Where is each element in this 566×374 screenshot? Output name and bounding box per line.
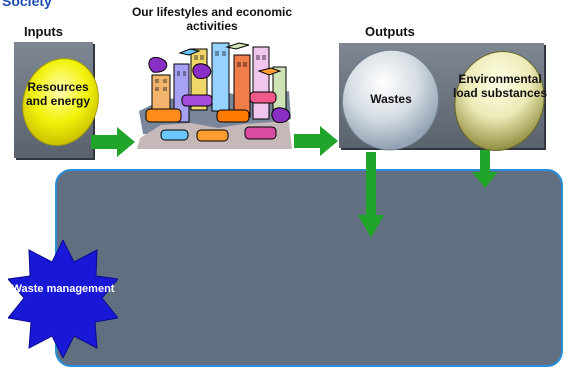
waste-management-panel bbox=[55, 169, 563, 367]
inputs-label: Inputs bbox=[24, 24, 63, 39]
lifestyle-to-outputs-arrow bbox=[294, 126, 338, 156]
resources-text: Resources and energy bbox=[25, 80, 91, 108]
wastes-egg bbox=[333, 42, 448, 158]
lifestyle-label: Our lifestyles and economic activities bbox=[131, 5, 293, 33]
resources-egg bbox=[16, 51, 105, 153]
input-to-lifestyle-arrow bbox=[91, 127, 135, 157]
environmental-egg bbox=[446, 45, 553, 157]
environmental-to-management-arrow bbox=[472, 150, 498, 188]
outputs-label: Outputs bbox=[365, 24, 415, 39]
wastes-text: Wastes bbox=[370, 92, 412, 106]
environmental-text: Environmental load substances bbox=[452, 72, 548, 100]
waste-management-badge bbox=[7, 238, 119, 360]
society-label: Society bbox=[2, 0, 52, 9]
wastes-to-management-arrow bbox=[358, 152, 384, 238]
waste-management-text: Waste management bbox=[11, 283, 115, 295]
lifestyle-cityscape bbox=[133, 37, 295, 151]
